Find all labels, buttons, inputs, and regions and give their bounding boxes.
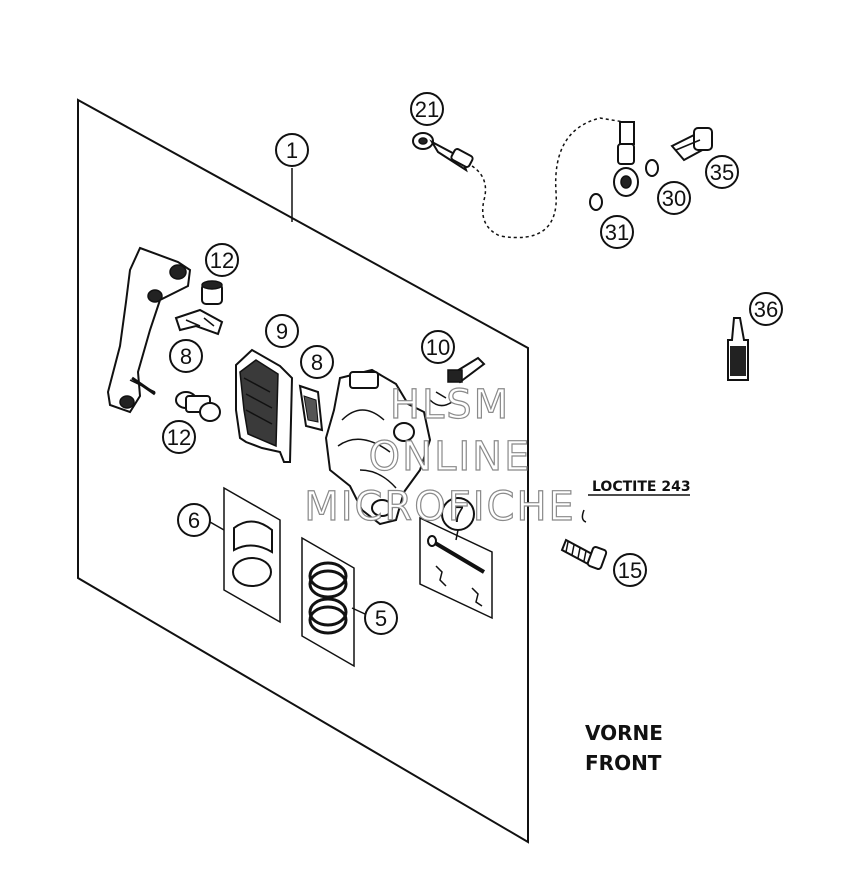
callout-12-top: 12	[205, 243, 239, 277]
callout-9-label: 9	[276, 319, 288, 344]
vorne-label: VORNE	[585, 721, 663, 745]
callout-31: 31	[600, 215, 634, 249]
pad-spring-8-left	[174, 308, 224, 336]
callout-8-left: 8	[169, 339, 203, 373]
washer-30	[645, 159, 659, 177]
callout-12-top-label: 12	[210, 248, 234, 273]
callout-10: 10	[421, 330, 455, 364]
callout-30-label: 30	[662, 186, 686, 211]
caliper-body	[324, 368, 432, 526]
loctite-note: LOCTITE 243	[592, 479, 691, 495]
callout-15: 15	[613, 553, 647, 587]
callout-36: 36	[749, 292, 783, 326]
callout-1-label: 1	[286, 138, 298, 163]
callout-7-label: 7	[452, 502, 464, 527]
callout-1: 1	[275, 133, 309, 167]
brake-hose-21	[412, 117, 625, 239]
callout-8-middle-label: 8	[311, 350, 323, 375]
piston-seal-kit-6	[223, 486, 281, 624]
callout-5-label: 5	[375, 606, 387, 631]
callout-35: 35	[705, 155, 739, 189]
callout-15-label: 15	[618, 558, 642, 583]
washer-31	[589, 193, 603, 211]
piston-ring-kit-5	[301, 536, 355, 668]
callout-35-label: 35	[710, 160, 734, 185]
guide-pin-12-bottom	[175, 391, 221, 422]
callout-5: 5	[351, 601, 398, 635]
upper-banjo-fitting	[613, 121, 639, 197]
bleeder-valve-10	[429, 356, 486, 407]
callout-6: 6	[177, 503, 225, 537]
front-label: FRONT	[585, 751, 662, 775]
callout-9: 9	[265, 314, 299, 348]
callout-21-label: 21	[415, 97, 439, 122]
watermark-line-3: MICROFICHE	[304, 484, 576, 530]
banjo-bolt-35	[670, 127, 713, 162]
callout-8-middle: 8	[300, 345, 334, 379]
callout-7: 7	[441, 497, 475, 541]
callout-8-left-label: 8	[180, 344, 192, 369]
loctite-bottle-36	[727, 317, 749, 381]
callout-6-label: 6	[188, 508, 200, 533]
callout-21: 21	[410, 92, 444, 126]
pin-kit-7	[419, 516, 493, 620]
pad-spring-8-middle	[298, 384, 324, 432]
screw-15	[560, 509, 608, 570]
callout-30: 30	[657, 181, 691, 215]
kit-board	[77, 98, 529, 844]
caliper-bracket	[106, 246, 192, 414]
callout-36-label: 36	[754, 297, 778, 322]
watermark-line-2: ONLINE	[369, 434, 532, 480]
brake-pad-9	[235, 348, 294, 463]
callout-10-label: 10	[426, 335, 450, 360]
watermark-line-1: HLSM	[390, 382, 510, 428]
callout-31-label: 31	[605, 220, 629, 245]
callout-12-bottom-label: 12	[167, 425, 191, 450]
bushing-12-top	[201, 280, 223, 305]
callout-12-bottom: 12	[162, 420, 196, 454]
